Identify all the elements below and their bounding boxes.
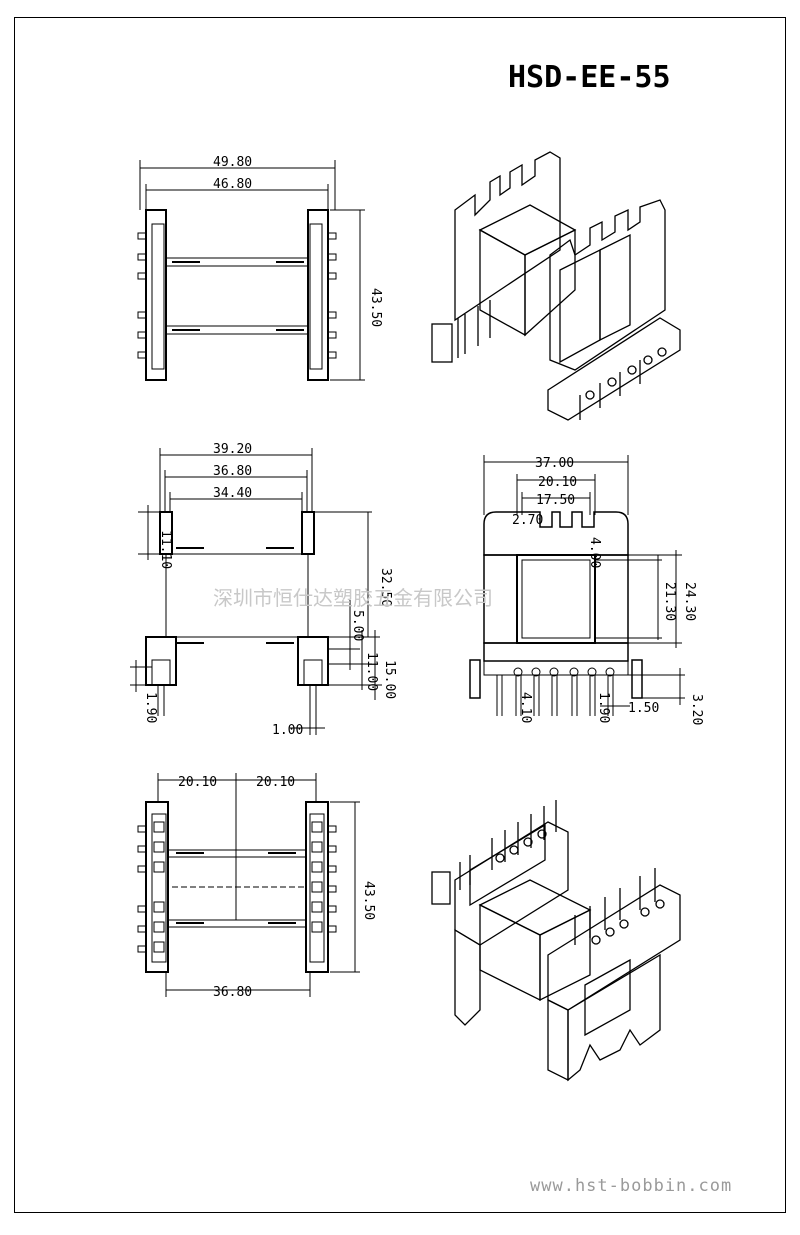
top-view: 49.80 46.80 43.50 xyxy=(137,155,383,381)
dim-front-11: 11.00 xyxy=(364,652,379,691)
dim-front-flange: 11.10 xyxy=(158,530,173,569)
dim-front-w2: 36.80 xyxy=(213,464,252,479)
company-watermark: 深圳市恒仕达塑胶五金有限公司 xyxy=(213,586,493,610)
dim-front-pin-length: 1.90 xyxy=(143,692,158,723)
dim-side-37: 37.00 xyxy=(535,456,574,471)
dim-side-24: 24.30 xyxy=(682,582,697,621)
dim-bottom-right: 20.10 xyxy=(256,775,295,790)
isometric-view-top xyxy=(431,151,681,421)
dim-front-height: 32.50 xyxy=(378,568,393,607)
dim-side-20: 20.10 xyxy=(538,475,577,490)
dim-inner-width: 46.80 xyxy=(213,177,252,192)
dim-side-21: 21.30 xyxy=(662,582,677,621)
dim-front-15: 15.00 xyxy=(382,660,397,699)
dim-side-1-90: 1.90 xyxy=(596,692,611,723)
side-view: 37.00 20.10 17.50 2.70 4.00 xyxy=(469,455,704,725)
dim-front-pin-width: 1.00 xyxy=(272,723,303,738)
dim-side-pitch: 4.10 xyxy=(518,692,533,723)
dim-side-slot: 2.70 xyxy=(512,513,543,528)
website-url: www.hst-bobbin.com xyxy=(530,1176,733,1196)
dim-side-17: 17.50 xyxy=(536,493,575,508)
dim-overall-width: 49.80 xyxy=(213,155,252,170)
dim-side-3-20: 3.20 xyxy=(689,694,704,725)
front-view: 39.20 36.80 34.40 11.10 1.90 3 xyxy=(130,442,397,738)
dim-front-5: 5.00 xyxy=(350,610,365,641)
isometric-view-bottom xyxy=(431,800,681,1082)
part-title: HSD-EE-55 xyxy=(508,60,671,95)
dim-front-w1: 39.20 xyxy=(213,442,252,457)
dim-bottom-width: 36.80 xyxy=(213,985,252,1000)
dim-bottom-left: 20.10 xyxy=(178,775,217,790)
dim-front-w3: 34.40 xyxy=(213,486,252,501)
drawing-frame xyxy=(14,17,786,1213)
dim-side-1-50: 1.50 xyxy=(628,701,659,716)
bottom-view: 20.10 20.10 43.50 36.80 xyxy=(137,773,376,1000)
dim-top-height: 43.50 xyxy=(368,288,383,327)
dim-bottom-height: 43.50 xyxy=(361,881,376,920)
